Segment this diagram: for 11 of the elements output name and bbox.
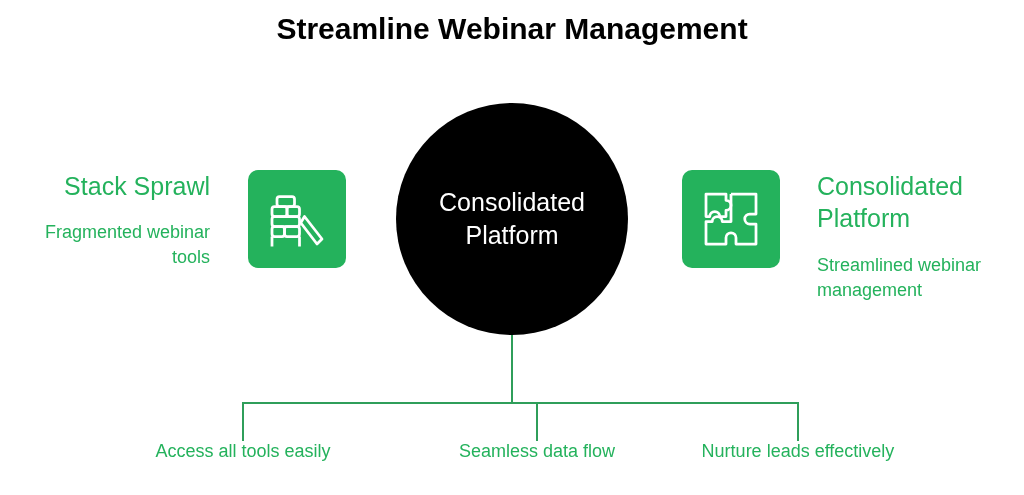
leaf-label: Seamless data flow [437,441,637,469]
leaf-label: Access all tools easily [133,441,353,469]
title: Streamline Webinar Management [275,12,749,46]
heading: Stack Sprawl [63,171,210,202]
heading: Consolidated Platform [817,171,964,234]
leaf-label: Nurture leads effectively [678,441,918,469]
icon-tile [682,170,780,268]
circle-label: Consolidated Platform [438,187,586,251]
description: Fragmented webinar tools [43,221,210,269]
icon-tile [248,170,346,268]
description: Streamlined webinar management [817,254,983,302]
